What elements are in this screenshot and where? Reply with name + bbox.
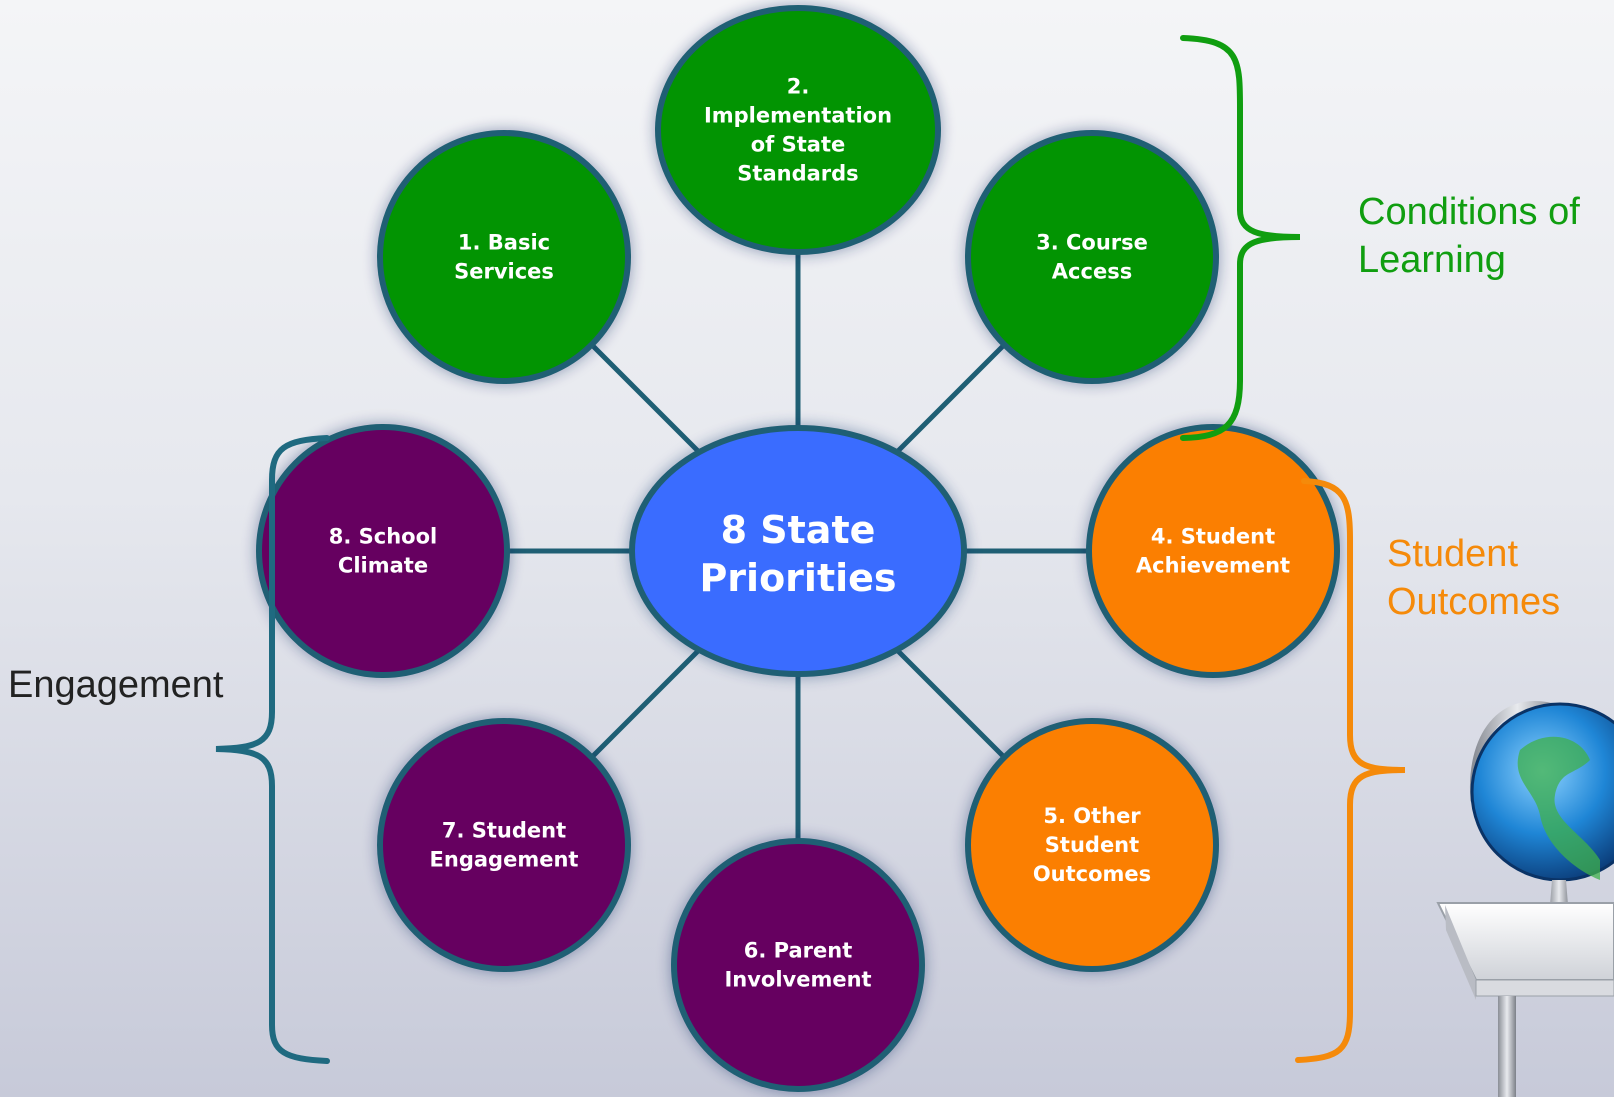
node-circle xyxy=(655,5,941,255)
center-title-line-2: Priorities xyxy=(699,556,896,600)
center-node: 8 State Priorities xyxy=(628,424,968,678)
node-label-line: Standards xyxy=(737,162,858,186)
engagement-bracket xyxy=(215,435,330,1064)
conditions-label-line-1: Conditions of xyxy=(1358,191,1580,233)
center-node-shape xyxy=(629,425,967,677)
node-label-line: of State xyxy=(751,133,846,157)
conditions-of-learning-label: Conditions of Learning xyxy=(1358,188,1580,284)
node-label-line: 7. Student xyxy=(442,819,566,843)
node-label-line: Access xyxy=(1052,260,1132,284)
outcomes-label-line-1: Student xyxy=(1387,533,1518,575)
conditions-bracket xyxy=(1180,35,1301,441)
node-circle xyxy=(671,838,925,1092)
node-label-line: Services xyxy=(454,260,554,284)
node-label-line: Engagement xyxy=(430,848,579,872)
node-label-line: 5. Other xyxy=(1043,804,1141,828)
node-label-line: Involvement xyxy=(724,968,871,992)
node-circle xyxy=(256,424,510,678)
engagement-label-line-1: Engagement xyxy=(8,664,224,706)
node-label-line: 4. Student xyxy=(1151,525,1275,549)
node-circle xyxy=(377,718,631,972)
node-circle xyxy=(377,130,631,384)
node-label-line: 1. Basic xyxy=(458,231,550,255)
center-title-line-1: 8 State xyxy=(721,508,876,552)
student-outcomes-label: Student Outcomes xyxy=(1387,530,1560,626)
globe-on-desk-icon xyxy=(1436,701,1614,1097)
node-label-line: 2. xyxy=(787,75,810,99)
node-label-line: Implementation xyxy=(704,104,892,128)
node-circle xyxy=(965,718,1219,972)
engagement-label: Engagement xyxy=(8,661,224,709)
node-label-line: Achievement xyxy=(1136,554,1290,578)
node-label-line: 6. Parent xyxy=(744,939,853,963)
node-label-line: Student xyxy=(1045,833,1139,857)
outcomes-label-line-2: Outcomes xyxy=(1387,581,1561,623)
conditions-label-line-2: Learning xyxy=(1358,239,1506,281)
node-label-line: 3. Course xyxy=(1036,231,1148,255)
node-label-line: Outcomes xyxy=(1033,862,1151,886)
node-circle xyxy=(1086,424,1340,678)
node-label-line: 8. School xyxy=(329,525,437,549)
node-circle xyxy=(965,130,1219,384)
outcomes-bracket xyxy=(1295,478,1406,1063)
node-label-line: Climate xyxy=(338,554,428,578)
